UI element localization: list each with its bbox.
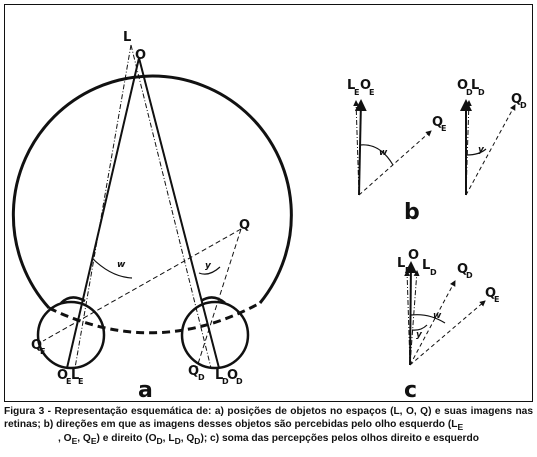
b-right-LD <box>465 100 472 196</box>
b-left-OE <box>354 99 367 196</box>
svg-text:E: E <box>369 88 374 97</box>
svg-text:Q: Q <box>511 92 522 107</box>
svg-text:D: D <box>466 88 473 97</box>
svg-text:L: L <box>422 258 430 273</box>
c-angle-arc-w <box>410 314 446 324</box>
svg-text:L: L <box>347 78 355 93</box>
horopter-dashed-arc <box>48 301 261 335</box>
left-eye <box>36 300 106 370</box>
svg-text:O: O <box>227 368 238 383</box>
svg-text:E: E <box>40 347 45 356</box>
figure-caption: Figura 3 - Representação esquemática de:… <box>4 406 533 447</box>
line-O-left <box>66 57 140 369</box>
svg-text:w: w <box>379 148 388 158</box>
svg-text:y: y <box>416 330 423 340</box>
c-O <box>404 261 417 366</box>
svg-text:Q: Q <box>457 262 468 277</box>
svg-text:O: O <box>408 248 419 263</box>
panel-a-label: a <box>138 378 153 403</box>
b-angle-arc-w <box>359 144 394 166</box>
svg-text:D: D <box>430 268 437 277</box>
retina-labels-left: Q E O E L E <box>31 338 83 386</box>
c-LE <box>404 270 411 366</box>
svg-text:O: O <box>360 78 371 93</box>
angle-arc-y <box>198 266 221 275</box>
c-angle-arc-y <box>411 324 428 331</box>
panel-a: L O Q w y Q E O E L E Q D L D O D a <box>11 30 293 403</box>
right-eye <box>180 300 250 370</box>
line-L-right <box>130 44 212 369</box>
svg-text:D: D <box>236 377 243 386</box>
svg-text:Q: Q <box>485 286 496 301</box>
right-eye-cornea <box>200 296 226 304</box>
b-angle-arc-y <box>466 148 487 156</box>
svg-text:D: D <box>478 88 485 97</box>
c-QD <box>409 280 456 366</box>
svg-text:O: O <box>457 78 468 93</box>
svg-text:E: E <box>441 124 446 133</box>
svg-text:L: L <box>215 368 223 383</box>
svg-text:Q: Q <box>188 364 199 379</box>
c-LD <box>409 270 420 366</box>
svg-text:D: D <box>222 377 229 386</box>
label-y: y <box>205 261 212 271</box>
svg-text:L: L <box>397 256 405 271</box>
svg-text:E: E <box>66 377 71 386</box>
retina-labels-right: Q D L D O D <box>188 364 243 386</box>
line-Q-left <box>42 228 242 342</box>
panel-b: L E O E Q E w O D L D Q D y b <box>347 78 527 225</box>
b-left-LE <box>353 100 360 196</box>
svg-text:D: D <box>198 373 205 382</box>
b-right-QD <box>465 104 516 196</box>
panel-c-label: c <box>404 378 417 403</box>
svg-text:E: E <box>405 266 410 275</box>
svg-text:O: O <box>57 368 68 383</box>
line-L-left <box>74 44 132 369</box>
label-w: w <box>117 260 126 270</box>
horopter-circle <box>11 74 293 310</box>
line-O-right <box>138 57 220 369</box>
svg-text:L: L <box>471 78 479 93</box>
svg-text:D: D <box>466 271 473 280</box>
svg-text:E: E <box>494 295 499 304</box>
svg-text:Q: Q <box>432 115 443 130</box>
panel-b-label: b <box>404 200 420 225</box>
svg-text:E: E <box>354 88 359 97</box>
label-L: L <box>123 30 131 45</box>
svg-text:L: L <box>71 368 79 383</box>
svg-text:w: w <box>433 311 442 321</box>
figure-diagram: L O Q w y Q E O E L E Q D L D O D a L <box>11 30 527 403</box>
c-QE <box>409 300 486 366</box>
b-left-QE <box>358 130 432 196</box>
svg-text:Q: Q <box>31 338 42 353</box>
svg-text:E: E <box>78 377 83 386</box>
label-O: O <box>135 48 146 63</box>
svg-text:y: y <box>478 145 485 155</box>
figure-frame: L O Q w y Q E O E L E Q D L D O D a L <box>4 4 533 403</box>
angle-arc-w <box>91 257 133 279</box>
panel-c: L E O L D Q D Q E w y c <box>397 248 499 403</box>
svg-text:D: D <box>520 101 527 110</box>
line-Q-right <box>196 228 242 368</box>
label-Q: Q <box>239 218 250 233</box>
